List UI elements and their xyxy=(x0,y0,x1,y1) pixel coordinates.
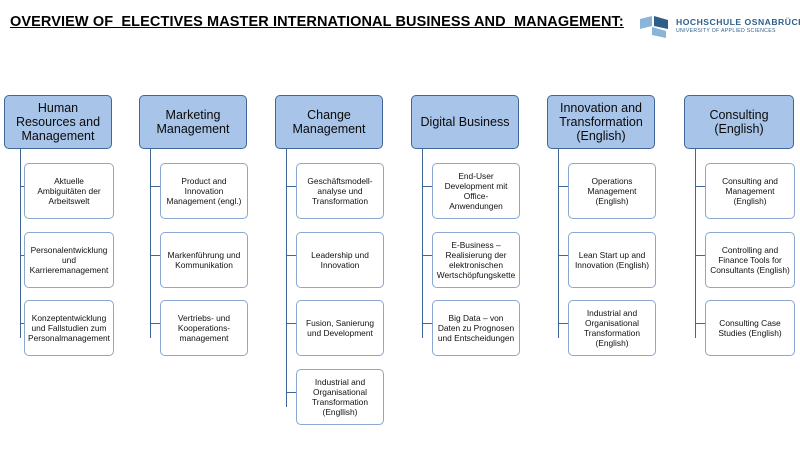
column-header: Consulting (English) xyxy=(684,95,794,149)
elective-box: Consulting Case Studies (English) xyxy=(705,300,795,356)
connector-line xyxy=(286,149,287,407)
elective-box: Industrial and Organisational Transforma… xyxy=(296,369,384,425)
elective-box: Geschäftsmodell-analyse und Transformati… xyxy=(296,163,384,219)
elective-box: Product and Innovation Management (engl.… xyxy=(160,163,248,219)
column-header: Digital Business xyxy=(411,95,519,149)
elective-box: E-Business – Realisierung der elektronis… xyxy=(432,232,520,288)
elective-box: Aktuelle Ambiguitäten der Arbeitswelt xyxy=(24,163,114,219)
logo-name: HOCHSCHULE OSNABRÜCK xyxy=(676,17,800,27)
elective-box: Consulting and Management (English) xyxy=(705,163,795,219)
connector-line xyxy=(422,149,423,338)
elective-box: Operations Management (English) xyxy=(568,163,656,219)
connector-line xyxy=(150,149,151,338)
elective-box: Industrial and Organisational Transforma… xyxy=(568,300,656,356)
logo-subtitle: UNIVERSITY OF APPLIED SCIENCES xyxy=(676,28,776,34)
elective-box: Vertriebs- und Kooperations-management xyxy=(160,300,248,356)
elective-box: Lean Start up and Innovation (English) xyxy=(568,232,656,288)
elective-box: Big Data – von Daten zu Prognosen und En… xyxy=(432,300,520,356)
connector-line xyxy=(20,149,21,338)
elective-box: Fusion, Sanierung und Development xyxy=(296,300,384,356)
column-header: Change Management xyxy=(275,95,383,149)
elective-box: Controlling and Finance Tools for Consul… xyxy=(705,232,795,288)
column-header: Human Resources and Management xyxy=(4,95,112,149)
column-header: Innovation and Transformation (English) xyxy=(547,95,655,149)
logo-mark-icon xyxy=(640,16,668,38)
university-logo: HOCHSCHULE OSNABRÜCK UNIVERSITY OF APPLI… xyxy=(638,15,800,41)
column-header: Marketing Management xyxy=(139,95,247,149)
connector-line xyxy=(695,149,696,338)
elective-box: Konzeptentwicklung und Fallstudien zum P… xyxy=(24,300,114,356)
connector-line xyxy=(558,149,559,338)
elective-box: Markenführung und Kommunikation xyxy=(160,232,248,288)
elective-box: End-User Development mit Office-Anwendun… xyxy=(432,163,520,219)
page-title: OVERVIEW OF ELECTIVES MASTER INTERNATION… xyxy=(10,14,624,30)
elective-box: Leadership und Innovation xyxy=(296,232,384,288)
elective-box: Personalentwicklung und Karrieremanageme… xyxy=(24,232,114,288)
